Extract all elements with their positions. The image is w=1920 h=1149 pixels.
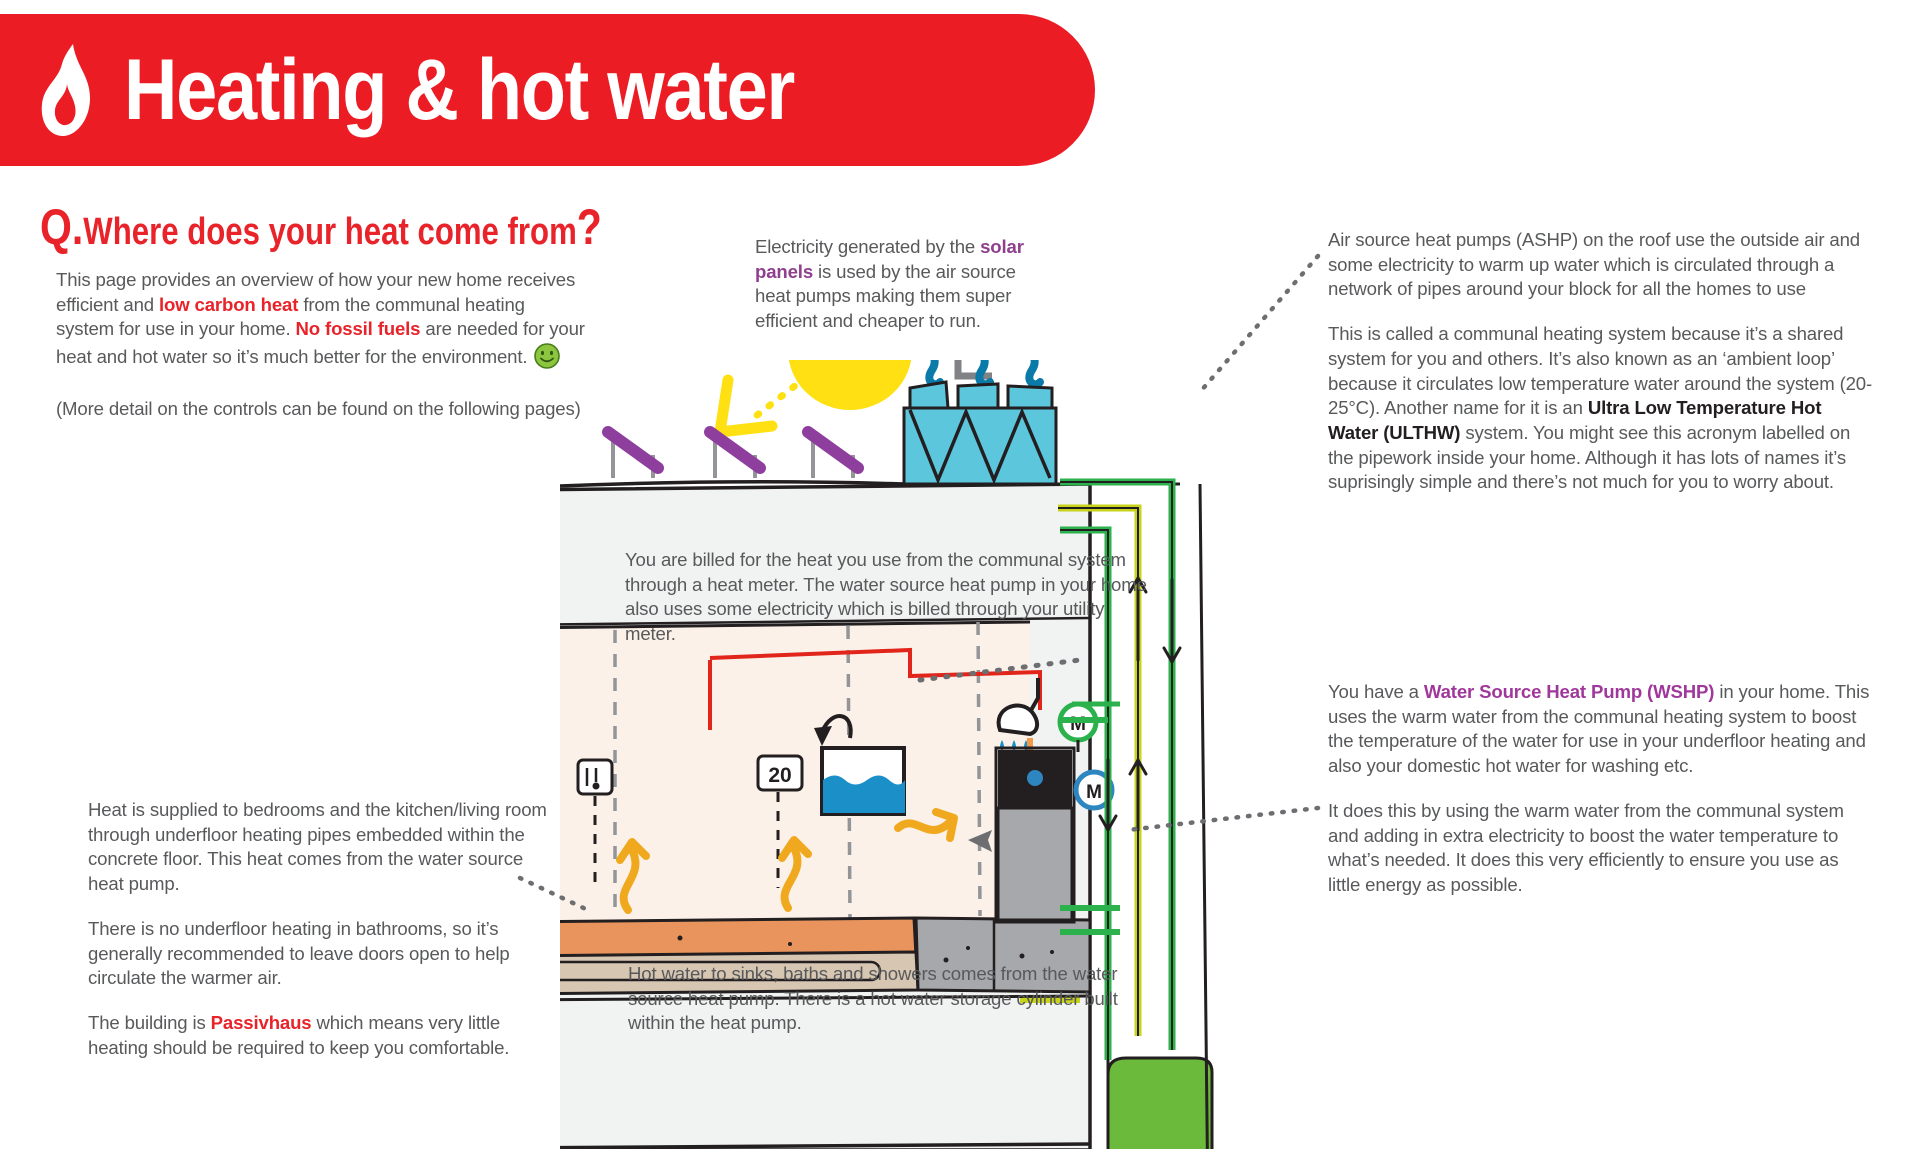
intro-p1-part2: from the communal heating system for use… xyxy=(56,293,525,340)
intro-text-block: This page provides an overview of how yo… xyxy=(56,268,586,422)
thermostat-left[interactable] xyxy=(576,758,614,890)
solar-note-bold: solar panels xyxy=(755,236,1024,282)
wshp-paragraph-2: It does this by using the warm water fro… xyxy=(1328,799,1844,896)
intro-highlight-no-fossil-fuels: No fossil fuels xyxy=(295,318,421,340)
solar-note-paragraph: Electricity generated by the solar panel… xyxy=(755,235,1055,334)
thermostat-right[interactable]: 20 xyxy=(756,754,804,888)
wshp-p1-part2: in your home. This uses the warm water f… xyxy=(1328,681,1870,777)
ashp-paragraph-1: Air source heat pumps (ASHP) on the roof… xyxy=(1328,229,1860,300)
intro-p1-part1: This page provides an overview of how yo… xyxy=(56,269,576,315)
solar-note-part2: is used by the air source heat pumps mak… xyxy=(755,260,1016,332)
heat-flow-arrows xyxy=(616,808,958,914)
ufh-paragraph-1: Heat is supplied to bedrooms and the kit… xyxy=(88,799,547,895)
ufh-paragraph-2: There is no underfloor heating in bathro… xyxy=(88,917,510,989)
building-system-illustration: 20 xyxy=(560,360,1300,1149)
ashp-paragraph-2: This is called a communal heating system… xyxy=(1328,322,1873,495)
solar-panel-note: Electricity generated by the solar panel… xyxy=(755,235,1055,334)
question-dot: . xyxy=(71,199,84,255)
ashp-p2-part2: system. You might see this acronym label… xyxy=(1328,422,1851,493)
wshp-p1-bold: Water Source Heat Pump (WSHP) xyxy=(1423,681,1715,702)
wshp-p1-part1: You have a xyxy=(1328,681,1424,702)
ufh-p3-bold-passivhaus: Passivhaus xyxy=(210,1012,312,1034)
intro-paragraph-2: (More detail on the controls can be foun… xyxy=(56,397,581,419)
ashp-p2-part1: This is called a communal heating system… xyxy=(1328,323,1873,419)
billing-note-text: You are billed for the heat you use from… xyxy=(625,549,1147,645)
floor-slab xyxy=(560,916,1092,996)
solar-note-part1: Electricity generated by the xyxy=(755,236,981,257)
ashp-p2-bold-ulthw: Ultra Low Temperature Hot Water (ULTHW) xyxy=(1328,397,1822,444)
page-title: Heating & hot water xyxy=(124,42,795,138)
intro-p1-part3: are needed for your heat and hot water s… xyxy=(56,318,585,368)
leader-arrow-to-wshp xyxy=(917,657,1083,683)
intro-paragraph-1: This page provides an overview of how yo… xyxy=(56,268,586,377)
hot-water-note-text: Hot water to sinks, baths and showers co… xyxy=(628,963,1118,1034)
smiley-face-icon xyxy=(533,342,561,377)
ufh-paragraph-3: The building is Passivhaus which means v… xyxy=(88,1011,553,1060)
question-mark: ? xyxy=(576,199,602,255)
thermostat-temperature-value: 20 xyxy=(768,764,791,787)
page-question-heading: Q.Where does your heat come from? xyxy=(40,198,602,256)
ufh-p3-part1: The building is xyxy=(88,1012,211,1034)
wshp-note: You have a Water Source Heat Pump (WSHP)… xyxy=(1328,680,1873,898)
utility-meter-bottom: M xyxy=(1073,769,1115,811)
building-outer-wall-right xyxy=(1198,483,1209,1149)
roof-line xyxy=(560,480,905,488)
hot-water-note: Hot water to sinks, baths and showers co… xyxy=(628,962,1148,1036)
communal-riser-pipes xyxy=(1020,478,1176,1060)
page-header-banner: Heating & hot water xyxy=(0,14,1095,166)
underfloor-heating-note: Heat is supplied to bedrooms and the kit… xyxy=(88,798,553,1060)
sun-glow xyxy=(788,360,912,410)
intro-highlight-low-carbon-heat: low carbon heat xyxy=(159,293,299,315)
sink-icon xyxy=(814,714,906,816)
wshp-paragraph-1: You have a Water Source Heat Pump (WSHP)… xyxy=(1328,680,1873,779)
utility-meter-label: M xyxy=(1086,782,1102,803)
question-letter: Q xyxy=(40,199,72,255)
pointer-arrow-wshp xyxy=(968,830,992,852)
question-text: Where does your heat come from xyxy=(83,211,577,253)
ashp-note: Air source heat pumps (ASHP) on the roof… xyxy=(1328,228,1873,495)
hot-water-storage-cylinder xyxy=(1106,1056,1214,1149)
ufh-p3-part2: which means very little heating should b… xyxy=(88,1012,510,1058)
flame-icon xyxy=(41,44,90,136)
solar-panels xyxy=(602,426,864,478)
solar-irradiance-arrow xyxy=(714,364,822,438)
billing-note: You are billed for the heat you use from… xyxy=(625,548,1150,647)
water-source-heat-pump-unit xyxy=(994,746,1076,924)
